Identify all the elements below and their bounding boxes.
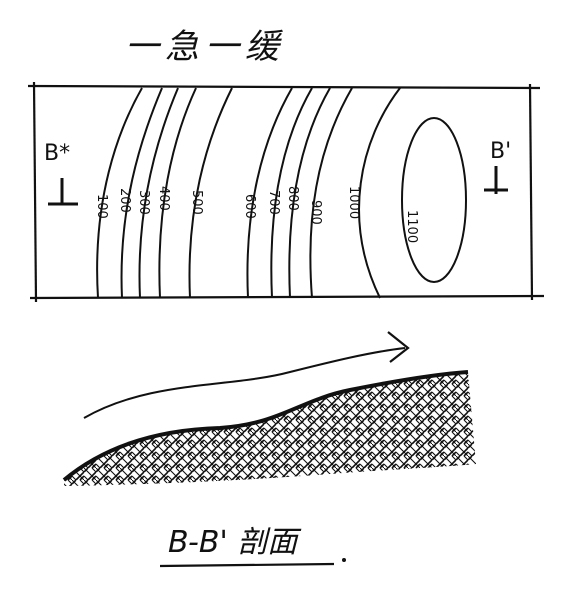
contour-line-600 (246, 87, 293, 299)
contour-label-1000: 1000 (346, 186, 361, 219)
contour-line-1000 (358, 87, 401, 299)
profile-ground (64, 372, 476, 486)
contour-label-300: 300 (136, 190, 151, 215)
contour-label-800: 800 (285, 186, 300, 211)
contour-line-900 (309, 87, 353, 299)
section-marker-right: B' (490, 139, 511, 164)
profile-caption: B-B' 剖面 (168, 525, 302, 560)
slope-arrow-line (83, 347, 406, 419)
profile-surface-line (62, 370, 469, 482)
contour-line-500 (188, 87, 233, 299)
contour-label-900: 900 (308, 200, 323, 225)
contour-label-500: 500 (189, 190, 204, 215)
caption-underline (159, 562, 335, 568)
map-frame (27, 81, 545, 303)
contour-line-200 (120, 87, 163, 299)
contour-line-100 (96, 87, 143, 299)
caption-dot (342, 558, 346, 562)
section-tick-left (48, 178, 78, 206)
contour-label-600: 600 (242, 194, 257, 219)
diagram-title: 一急一缓 (125, 27, 285, 67)
contour-label-400: 400 (156, 186, 171, 211)
contour-label-1100: 1100 (404, 210, 419, 243)
contour-line-400 (158, 87, 197, 299)
contour-label-100: 100 (94, 194, 109, 219)
section-marker-left: B* (44, 141, 70, 166)
contour-line-300 (138, 87, 179, 299)
contour-line-800 (288, 87, 331, 299)
section-tick-right (484, 166, 508, 194)
contour-labels: 100 200 300 400 500 600 700 800 900 1000… (94, 186, 419, 243)
slope-arrow-head (387, 331, 410, 363)
contour-line-700 (270, 87, 313, 299)
contour-label-200: 200 (117, 188, 132, 213)
contour-lines (96, 87, 467, 299)
contour-line-1100 (401, 117, 467, 283)
contour-label-700: 700 (266, 190, 281, 215)
